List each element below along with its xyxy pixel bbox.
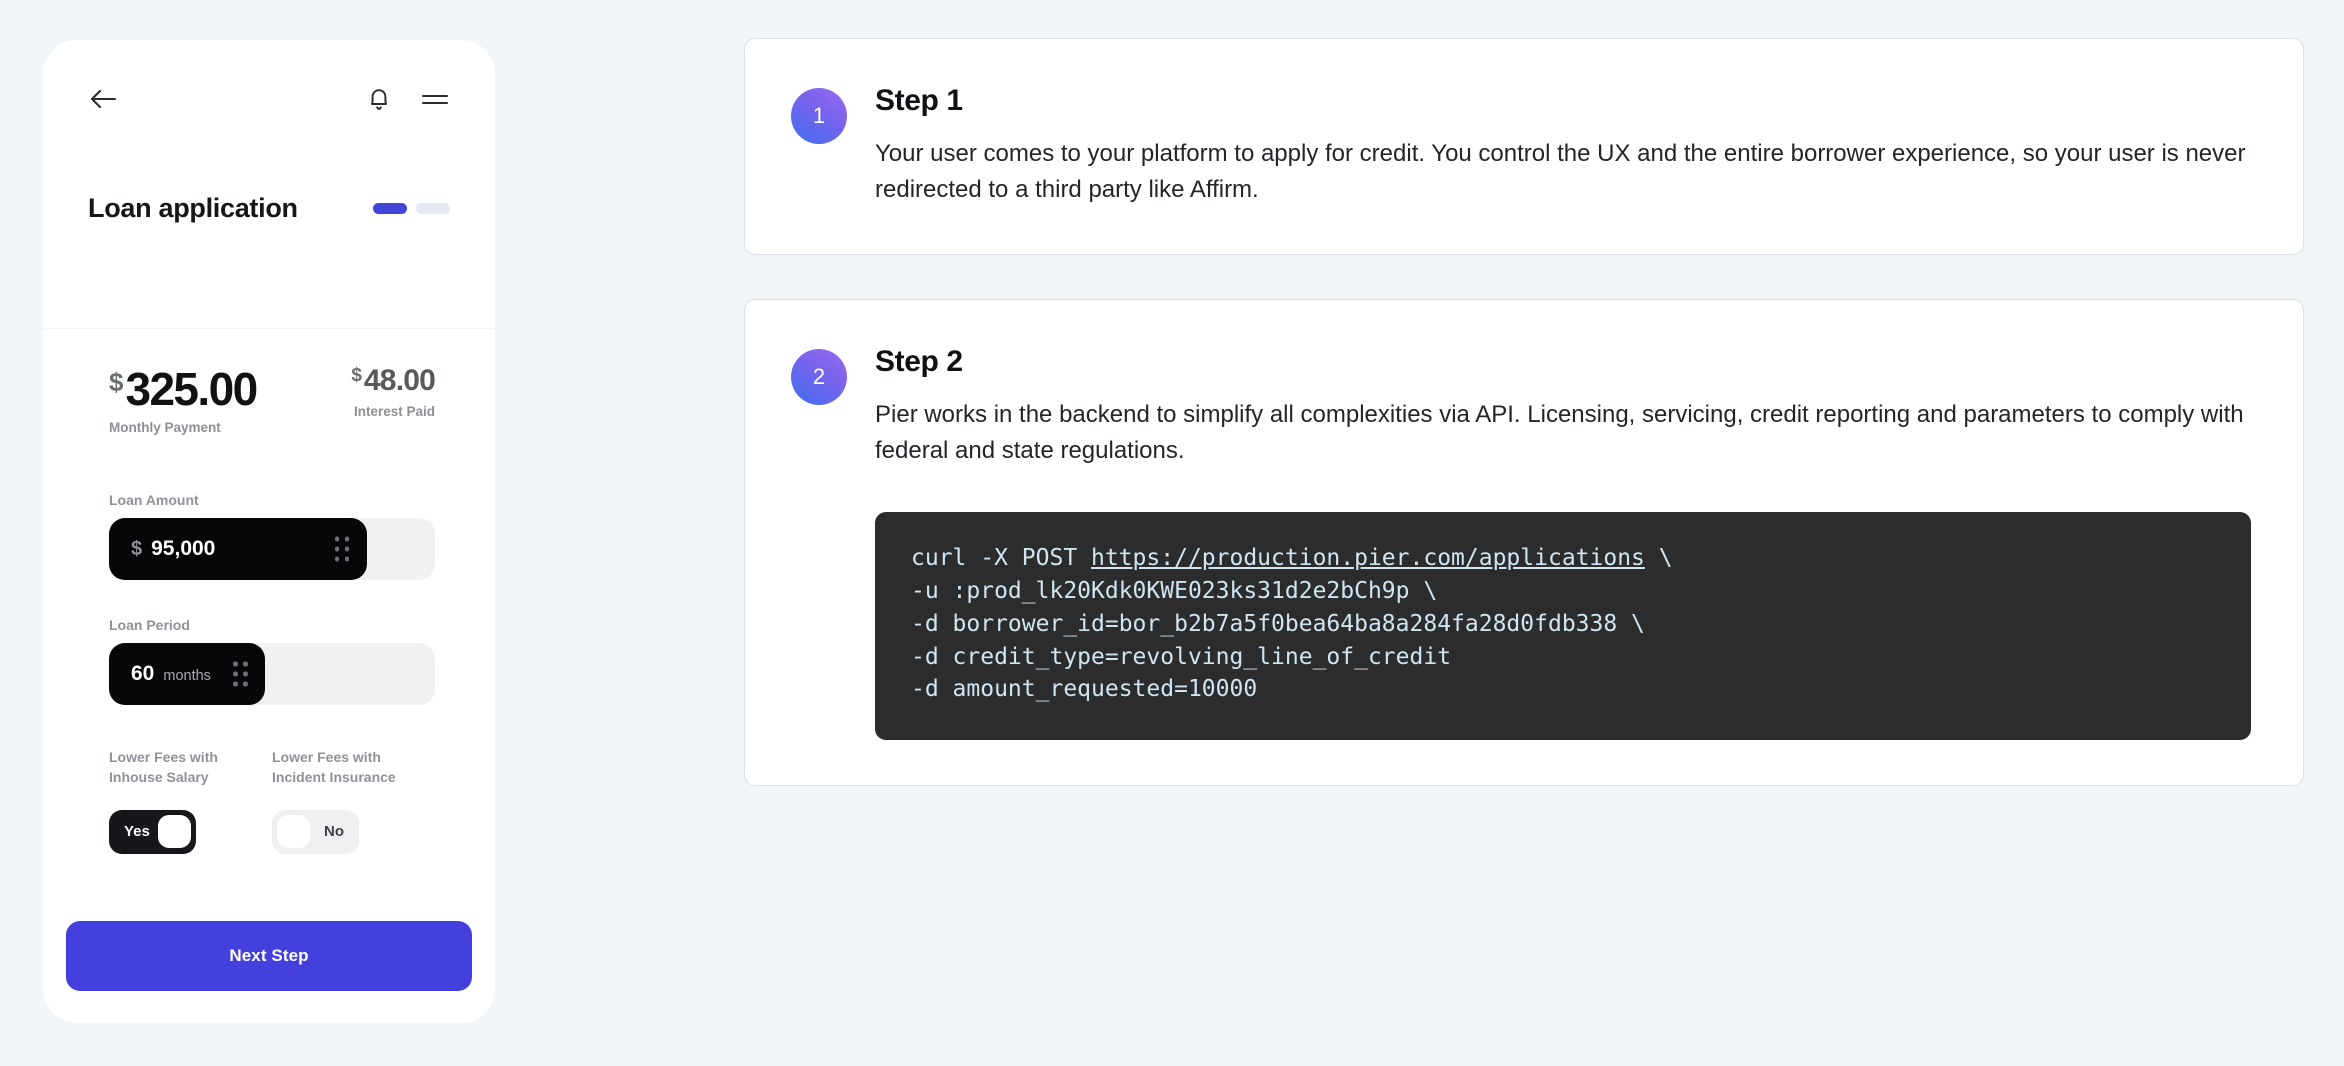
loan-period-unit: months [163, 668, 211, 684]
loan-period-number: 60 [131, 662, 155, 685]
step-1-card: 1 Step 1 Your user comes to your platfor… [744, 38, 2304, 255]
next-step-button[interactable]: Next Step [66, 921, 472, 991]
code-line-continuation: \ [1644, 544, 1673, 571]
code-line-4: -d credit_type=revolving_line_of_credit [911, 643, 1452, 670]
monthly-payment-value: $ 325.00 [109, 363, 258, 415]
monthly-payment-label: Monthly Payment [109, 420, 221, 435]
back-arrow-icon[interactable] [88, 84, 118, 114]
toggle-knob [158, 815, 191, 849]
phone-nav-row [88, 82, 450, 116]
loan-amount-label: Loan Amount [109, 492, 199, 508]
toggle-state-label: No [324, 823, 344, 841]
code-command-prefix: curl -X POST [911, 544, 1092, 571]
monthly-payment-number: 325.00 [125, 363, 258, 415]
incident-insurance-caption: Lower Fees with Incident Insurance [272, 749, 396, 786]
step-2-body: Step 2 Pier works in the backend to simp… [875, 344, 2251, 741]
loan-amount-value: $ 95,000 [131, 537, 215, 561]
slider-grip-handle-icon[interactable] [233, 661, 248, 687]
slider-grip-handle-icon[interactable] [334, 536, 350, 562]
step-1-text: Your user comes to your platform to appl… [875, 140, 2246, 204]
bell-icon[interactable] [364, 84, 394, 114]
phone-screen: Loan application $ 325.00 Monthly Paymen… [43, 40, 495, 1023]
fee-options-row: Lower Fees with Inhouse Salary Yes Lower… [109, 747, 435, 854]
curl-code-block: curl -X POST https://production.pier.com… [875, 511, 2251, 741]
loan-amount-slider-group: Loan Amount $ 95,000 [109, 492, 435, 580]
step-2-card: 2 Step 2 Pier works in the backend to si… [744, 298, 2304, 787]
hamburger-menu-icon[interactable] [420, 84, 450, 114]
phone-mockup: Loan application $ 325.00 Monthly Paymen… [43, 40, 495, 1023]
phone-topbar: Loan application [43, 40, 495, 330]
loan-period-value: 60 months [131, 662, 211, 686]
code-line-1: curl -X POST https://production.pier.com… [911, 542, 2215, 575]
loan-amount-slider-track[interactable]: $ 95,000 [109, 518, 435, 580]
progress-pill-inactive [416, 202, 450, 214]
currency-symbol: $ [351, 365, 362, 386]
loan-amount-number: 95,000 [151, 537, 216, 560]
step-1-body: Step 1 Your user comes to your platform … [875, 84, 2251, 209]
currency-symbol: $ [131, 538, 143, 560]
incident-insurance-toggle[interactable]: No [272, 809, 359, 854]
loan-period-slider-track[interactable]: 60 months [109, 643, 435, 705]
step-2-text: Pier works in the backend to simplify al… [875, 400, 2244, 465]
header-divider [43, 328, 495, 329]
code-line-2: -u :prod_lk20Kdk0KWE023ks31d2e2bCh9p \ [911, 577, 1438, 604]
interest-paid-block: $ 48.00 Interest Paid [351, 364, 436, 419]
inhouse-salary-caption: Lower Fees with Inhouse Salary [109, 749, 218, 786]
interest-paid-label: Interest Paid [353, 404, 435, 419]
currency-symbol: $ [109, 367, 124, 397]
step-1-badge: 1 [791, 88, 847, 144]
steps-column: 1 Step 1 Your user comes to your platfor… [744, 38, 2304, 787]
page-title: Loan application [88, 192, 298, 223]
amounts-summary: $ 325.00 Monthly Payment $ 48.00 Interes… [109, 363, 436, 458]
loan-period-slider-fill[interactable]: 60 months [109, 643, 266, 705]
code-line-3: -d borrower_id=bor_b2b7a5f0bea64ba8a284f… [911, 610, 1645, 637]
interest-paid-value: $ 48.00 [351, 364, 436, 397]
interest-paid-number: 48.00 [363, 364, 436, 397]
code-endpoint-url[interactable]: https://production.pier.com/applications [1091, 544, 1645, 571]
monthly-payment-block: $ 325.00 Monthly Payment [109, 363, 258, 435]
progress-pill-active [373, 202, 407, 214]
step-2-title: Step 2 [875, 344, 963, 378]
code-line-5: -d amount_requested=10000 [911, 676, 1258, 703]
loan-period-slider-group: Loan Period 60 months [109, 617, 435, 705]
nav-right-group [364, 84, 450, 114]
toggle-state-label: Yes [124, 823, 150, 841]
inhouse-salary-toggle[interactable]: Yes [109, 809, 196, 854]
step-1-title: Step 1 [875, 84, 963, 117]
loan-period-label: Loan Period [109, 617, 190, 633]
loan-amount-slider-fill[interactable]: $ 95,000 [109, 518, 367, 580]
phone-title-row: Loan application [88, 190, 450, 226]
step-2-badge: 2 [791, 348, 847, 405]
nav-left-group [88, 84, 118, 114]
progress-indicator [373, 202, 450, 214]
toggle-knob [277, 815, 310, 849]
inhouse-salary-option: Lower Fees with Inhouse Salary Yes [109, 747, 272, 854]
incident-insurance-option: Lower Fees with Incident Insurance No [272, 747, 435, 854]
